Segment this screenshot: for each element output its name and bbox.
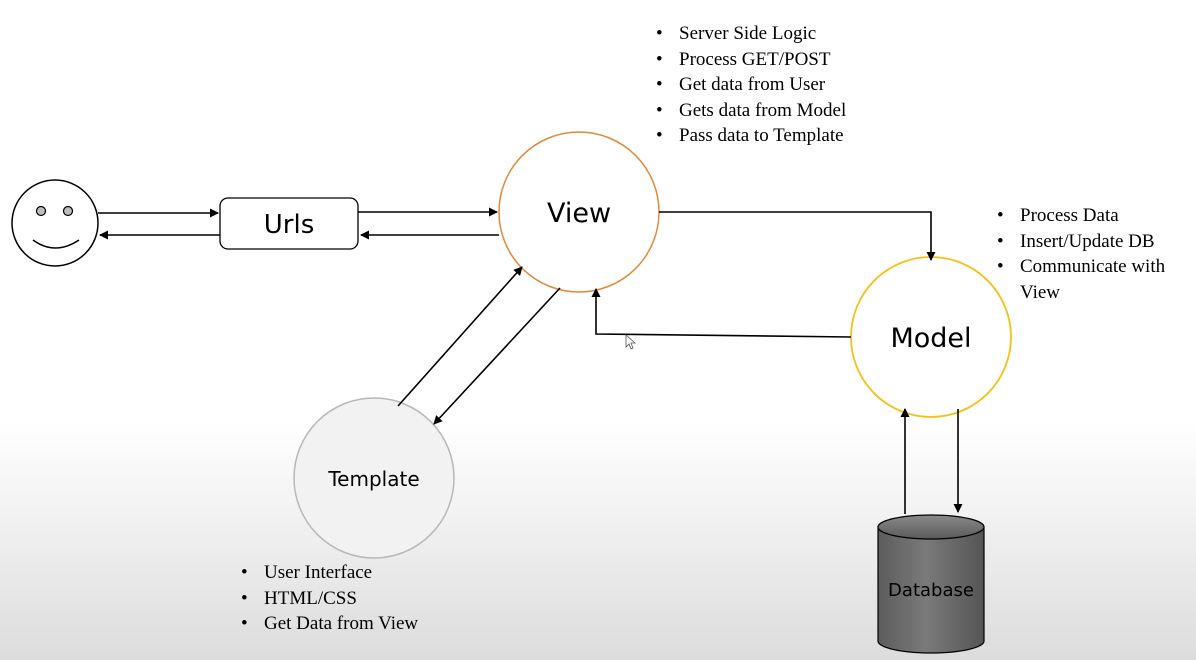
urls-node: Urls [219,197,359,250]
template-note-item: Get Data from View [240,611,418,637]
model-node: Model [850,256,1012,418]
template-note-item: HTML/CSS [240,586,418,612]
view-node: View [498,131,660,293]
connectors [98,207,963,514]
view-note-item: Gets data from Model [655,98,846,124]
arrow-template-to-view [397,266,523,407]
view-notes-list: Server Side Logic Process GET/POST Get d… [655,21,846,149]
user-smiley-icon [11,179,99,267]
view-label: View [547,198,611,229]
model-note-item: Insert/Update DB [996,229,1190,255]
model-note-item: Process Data [996,203,1190,229]
view-note-item: Get data from User [655,72,846,98]
model-note-item: Communicate with View [996,254,1190,305]
arrow-view-to-model [659,211,936,261]
template-label: Template [327,467,419,491]
database-label: Database [888,580,974,601]
mouse-cursor-icon [625,334,637,350]
model-notes-list: Process Data Insert/Update DB Communicat… [996,203,1190,305]
model-label: Model [890,323,971,354]
template-note-item: User Interface [240,560,418,586]
view-note-item: Process GET/POST [655,47,846,73]
view-note-item: Pass data to Template [655,123,846,149]
arrow-view-to-template [433,287,561,425]
view-note-item: Server Side Logic [655,21,846,47]
template-notes-list: User Interface HTML/CSS Get Data from Vi… [240,560,418,637]
template-node: Template [293,397,455,559]
urls-label: Urls [264,210,315,240]
arrow-model-to-view [591,288,852,338]
database-node: Database [877,514,985,654]
